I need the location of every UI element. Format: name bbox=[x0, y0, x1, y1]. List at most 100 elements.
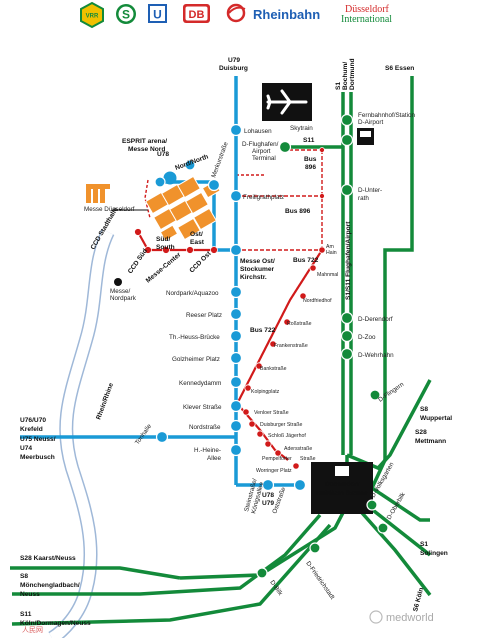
svg-text:Tonhalle: Tonhalle bbox=[134, 423, 153, 447]
s11-top-label: S11 bbox=[303, 137, 315, 144]
svg-text:Reeser Platz: Reeser Platz bbox=[186, 312, 222, 319]
s1-dortmund-label: Dortmund bbox=[349, 59, 356, 91]
heine-label-2: Allee bbox=[207, 455, 221, 462]
u79-bottom-label: U79 bbox=[262, 500, 274, 507]
hain-label: Hain bbox=[326, 250, 337, 256]
svg-text:D-Flingern: D-Flingern bbox=[377, 381, 406, 404]
rhine-label: Rhein/Rhine bbox=[95, 382, 115, 421]
svg-text:Freiligrathplatz: Freiligrathplatz bbox=[243, 194, 284, 201]
station-labels: Lohausen D-Flughafen/ Airport Terminal F… bbox=[90, 112, 416, 474]
train-icon bbox=[357, 128, 374, 145]
u78-messe-label: U78 bbox=[157, 151, 169, 158]
svg-text:Bus 722: Bus 722 bbox=[293, 257, 319, 264]
krefeld-label: Krefeld bbox=[20, 426, 43, 433]
svg-text:medworld: medworld bbox=[386, 612, 434, 624]
svg-text:Adersstraße: Adersstraße bbox=[284, 446, 312, 452]
sbahn-logo: S bbox=[116, 4, 136, 24]
unterrath-label-1: D-Unter- bbox=[358, 187, 382, 194]
messe-ost-label-1: Messe Ost/ bbox=[240, 258, 275, 265]
messe-ost-label-2: Stockumer bbox=[240, 266, 275, 273]
wuppertal-label: Wuppertal bbox=[420, 415, 452, 422]
sued-label-2: South bbox=[156, 244, 175, 251]
ost-label-1: Ost/ bbox=[190, 231, 203, 238]
esprit-label-2: Messe Nord bbox=[128, 146, 165, 153]
svg-text:Golzheimer Platz: Golzheimer Platz bbox=[172, 356, 220, 363]
svg-text:Nordpark/Aquazoo: Nordpark/Aquazoo bbox=[166, 290, 219, 297]
hbf-station-icon: Düsseldorf Hbf/Main Station bbox=[311, 462, 373, 514]
hbf-label-1: Düsseldorf bbox=[325, 481, 360, 488]
svg-text:Venloer Straße: Venloer Straße bbox=[254, 410, 289, 416]
bus-stops bbox=[134, 147, 326, 470]
fernbahnhof-label-1: Fernbahnhof/Station bbox=[358, 112, 416, 119]
svg-text:D-Wehrhahn: D-Wehrhahn bbox=[358, 352, 394, 359]
koeln-label: Köln/Dormagen/Neuss bbox=[20, 620, 91, 627]
svg-text:人民网: 人民网 bbox=[22, 626, 43, 634]
u78-bottom-label: U78 bbox=[262, 492, 274, 499]
s28-label: S28 bbox=[415, 429, 427, 436]
am-label: Am bbox=[326, 244, 334, 250]
svg-text:International: International bbox=[341, 14, 392, 25]
svg-text:VRR: VRR bbox=[86, 14, 99, 20]
vrr-logo: VRR bbox=[80, 1, 104, 29]
pempelforter-label: Pempelforter bbox=[262, 456, 292, 462]
header: VRR S U DB Rheinbahn Düsseldorf Internat… bbox=[80, 1, 392, 29]
flughafen-label-2: Airport bbox=[252, 148, 271, 155]
airport-logo: Düsseldorf International bbox=[341, 4, 392, 25]
ubahn-logo: U bbox=[148, 4, 167, 23]
u76-label: U76/U70 bbox=[20, 417, 46, 424]
s1-s11-airport-label: S1/S11 Flughafen/Airport bbox=[345, 221, 352, 300]
svg-text:Skytrain: Skytrain bbox=[290, 125, 313, 132]
neuss-label: Neuss bbox=[20, 591, 40, 598]
airport-plane-icon bbox=[262, 83, 312, 121]
mettmann-label: Mettmann bbox=[415, 438, 446, 445]
s6-essen-label: S6 Essen bbox=[385, 65, 414, 72]
s1-solingen-label: S1 bbox=[420, 541, 428, 548]
svg-text:CCD Ost: CCD Ost bbox=[188, 250, 213, 275]
u79-top-label: U79 bbox=[228, 57, 240, 64]
svg-text:Klever Straße: Klever Straße bbox=[183, 404, 222, 411]
s1-bochum-label-2: Bochum/ bbox=[342, 62, 349, 90]
heine-label-1: H.-Heine- bbox=[194, 447, 221, 454]
meerbusch-label: Meerbusch bbox=[20, 454, 55, 461]
svg-text:D-Oberbilk: D-Oberbilk bbox=[386, 491, 408, 521]
svg-text:Kolpingplatz: Kolpingplatz bbox=[251, 389, 280, 395]
s8-mg-label: S8 bbox=[20, 573, 28, 580]
svg-text:Nordstraße: Nordstraße bbox=[189, 424, 221, 431]
svg-text:S6 Köln: S6 Köln bbox=[412, 587, 425, 613]
ubahn-stations bbox=[154, 123, 307, 492]
messe-nordpark-marker bbox=[114, 278, 122, 286]
s11-koeln-label: S11 bbox=[20, 611, 32, 618]
unterrath-label-2: rath bbox=[358, 195, 369, 202]
svg-text:S: S bbox=[122, 8, 130, 22]
svg-text:Frankenstraße: Frankenstraße bbox=[274, 343, 308, 349]
svg-text:Duisburger Straße: Duisburger Straße bbox=[260, 422, 302, 428]
svg-text:Mahnmal: Mahnmal bbox=[317, 272, 338, 278]
svg-text:Rheinbahn: Rheinbahn bbox=[253, 7, 320, 22]
s1-bochum-label: S1 bbox=[335, 82, 342, 90]
nordpark-label-1: Messe/ bbox=[110, 288, 131, 295]
svg-text:Merkurstraße: Merkurstraße bbox=[210, 141, 230, 179]
rheinbahn-logo: Rheinbahn bbox=[226, 3, 320, 23]
svg-text:Schloß Jägerhof: Schloß Jägerhof bbox=[268, 433, 306, 439]
svg-text:Lohausen: Lohausen bbox=[244, 128, 272, 135]
svg-text:Bus 896: Bus 896 bbox=[285, 208, 311, 215]
svg-text:Bankstraße: Bankstraße bbox=[260, 366, 287, 372]
esprit-label-1: ESPRIT arena/ bbox=[122, 138, 167, 145]
svg-text:Bus 722: Bus 722 bbox=[250, 327, 276, 334]
sbahn-stations bbox=[256, 113, 389, 579]
fernbahnhof-label-2: D-Airport bbox=[358, 119, 383, 126]
svg-text:D-Derendorf: D-Derendorf bbox=[358, 316, 393, 323]
svg-text:Kennedydamm: Kennedydamm bbox=[179, 380, 221, 387]
sued-label-1: Süd/ bbox=[156, 236, 170, 243]
messe-duesseldorf-logo: Messe Düsseldorf bbox=[84, 184, 148, 213]
svg-text:Nordfriedhof: Nordfriedhof bbox=[303, 298, 332, 304]
svg-text:CCD Süd: CCD Süd bbox=[127, 248, 149, 275]
u74-label: U74 bbox=[20, 445, 32, 452]
svg-text:Düsseldorf: Düsseldorf bbox=[345, 4, 390, 15]
mg-label: Mönchengladbach/ bbox=[20, 582, 80, 589]
svg-text:Roßstraße: Roßstraße bbox=[287, 321, 312, 327]
s8-label: S8 bbox=[420, 406, 428, 413]
svg-text:D-Friedrichstadt: D-Friedrichstadt bbox=[304, 560, 336, 601]
